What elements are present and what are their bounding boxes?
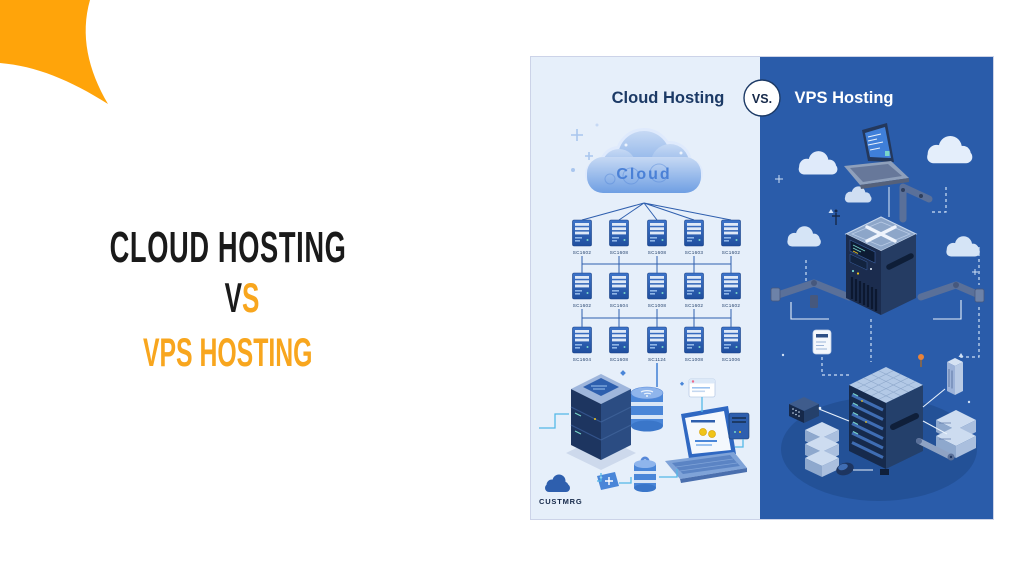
- server-icon: [609, 326, 629, 354]
- left-panel-title: Cloud Hosting: [612, 89, 725, 107]
- cloud-label: Cloud: [616, 166, 671, 183]
- sparkle-icons: [571, 123, 599, 172]
- server-icon: [572, 326, 592, 354]
- brand-label: CUSTMRG: [539, 497, 583, 506]
- server-icon: [609, 219, 629, 247]
- server-label: SC1008: [648, 303, 667, 308]
- led-indicator: [918, 354, 924, 367]
- tag-icon: [597, 472, 619, 490]
- server-label: SC1603: [685, 250, 704, 255]
- storage-box-icon: [728, 412, 750, 440]
- arm-segment-icon: [916, 438, 955, 461]
- brand-footer: CUSTMRG: [539, 474, 583, 506]
- vps-server-illustration: [844, 216, 918, 315]
- server-label: SC1604: [573, 357, 592, 362]
- infographic-panel: Cloud Hosting VPS Hosting Cloud: [530, 56, 994, 520]
- server-icon: [684, 326, 704, 354]
- cube-stack-left: [805, 422, 839, 477]
- server-icon: [647, 326, 667, 354]
- infographic-svg: Cloud Hosting VPS Hosting Cloud: [531, 57, 993, 519]
- server-tower-illustration: [566, 374, 636, 470]
- server-cabinet-illustration: [849, 367, 923, 475]
- server-icon: [572, 272, 592, 300]
- vent-slits: [850, 277, 878, 311]
- robotic-arm-right: [917, 281, 985, 303]
- server-label: SC1602: [722, 303, 741, 308]
- cloud-network-lines: [581, 202, 732, 221]
- diamond-dot: [620, 370, 626, 376]
- cloud-illustration: Cloud: [585, 128, 703, 193]
- server-icon: [721, 272, 741, 300]
- server-label: SC1602: [685, 303, 704, 308]
- vs-badge-label: VS.: [752, 92, 772, 106]
- hero-title: CLOUD HOSTING: [109, 223, 347, 272]
- mini-tower-icon: [947, 358, 963, 395]
- rack-rows: [851, 393, 884, 459]
- module-box-icon: [789, 397, 819, 423]
- server-label: SC1608: [610, 250, 629, 255]
- server-label: SC1608: [610, 357, 629, 362]
- small-database-icon: [634, 456, 656, 492]
- robotic-arm-left: [770, 279, 853, 308]
- server-icon: [647, 272, 667, 300]
- server-icon: [684, 219, 704, 247]
- vs-badge: VS.: [743, 79, 781, 117]
- database-icon: [630, 386, 664, 432]
- server-icon: [721, 326, 741, 354]
- control-device-icon: [812, 329, 832, 355]
- server-icon: [684, 272, 704, 300]
- server-bus-lines: [581, 256, 732, 387]
- teal-connector-lines: [539, 397, 744, 484]
- hero-vs-v: V: [224, 274, 242, 321]
- hero-vs-s: S: [242, 274, 260, 321]
- right-panel-title: VPS Hosting: [794, 89, 893, 107]
- corner-accent-shape: [0, 0, 108, 104]
- cloud-datacenter-illustration: CUSTMRG: [539, 370, 750, 506]
- hero-vs: VS: [225, 277, 260, 319]
- server-label: SC1602: [573, 303, 592, 308]
- vps-illustration: [770, 123, 985, 501]
- hero-text-block: CLOUD HOSTING VS VPS HOSTING: [32, 223, 424, 375]
- white-link-lines: [818, 388, 948, 435]
- x-mark: [865, 225, 897, 243]
- server-label: SC1602: [722, 250, 741, 255]
- server-label: SC1608: [648, 250, 667, 255]
- robotic-arm-top: [899, 183, 933, 223]
- valve-icon: [832, 209, 840, 225]
- mouse-icon: [836, 462, 873, 476]
- server-label: SC1008: [685, 357, 704, 362]
- server-label: SC1602: [573, 250, 592, 255]
- brand-cloud-icon: [545, 474, 570, 492]
- server-label: SC1124: [648, 357, 666, 362]
- handle-slot: [886, 253, 914, 270]
- server-icon: [721, 219, 741, 247]
- sparkle-icons: [775, 175, 978, 404]
- server-icon: [572, 219, 592, 247]
- dashed-connector-lines: [805, 187, 980, 387]
- server-icon: [609, 272, 629, 300]
- corner-accent-path: [0, 0, 108, 104]
- server-grid: SC1602 SC1608 SC1608 SC1603 SC1602 SC160…: [572, 219, 741, 387]
- diamond-dot: [679, 381, 685, 386]
- cube-stack-right: [936, 410, 976, 458]
- server-label: SC1006: [722, 357, 741, 362]
- laptop-illustration: [665, 406, 747, 483]
- white-connector-lines: [790, 300, 962, 320]
- server-icon: [647, 219, 667, 247]
- browser-card-icon: [688, 378, 716, 398]
- server-label: SC1604: [610, 303, 629, 308]
- laptop-illustration-vps: [844, 123, 909, 189]
- hero-subtitle: VPS HOSTING: [143, 331, 313, 375]
